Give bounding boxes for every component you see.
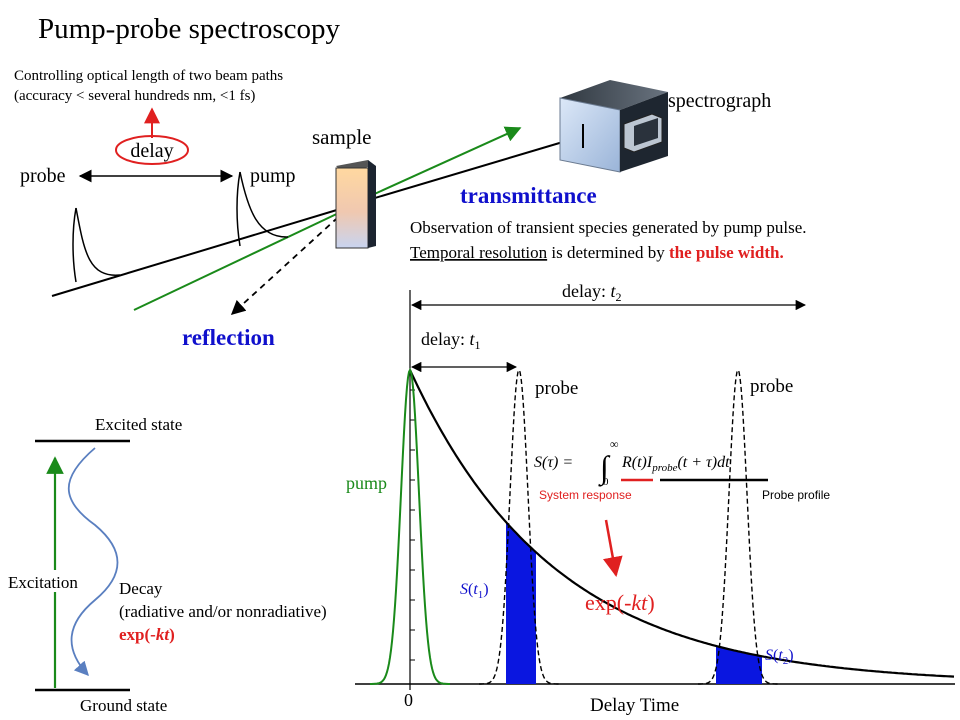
excitation-label: Excitation xyxy=(8,573,78,592)
pulse-width-text: the pulse width. xyxy=(669,243,784,262)
excitation-label-bg xyxy=(6,570,96,592)
decay-curve xyxy=(409,369,955,678)
s-t2-label: S(t2) xyxy=(765,647,794,667)
sample-label: sample xyxy=(312,125,371,149)
decay-type-label: (radiative and/or nonradiative) xyxy=(119,602,327,621)
spectrograph-device xyxy=(559,80,668,173)
overlap-area-t1 xyxy=(506,522,536,684)
plot-decay-expression: exp(-kt) xyxy=(585,590,655,615)
red-down-arrow xyxy=(602,519,623,577)
equation-lhs: S(τ) = xyxy=(534,454,573,471)
excited-state-label: Excited state xyxy=(95,415,182,434)
probe-pulse-front xyxy=(72,207,77,283)
observation-line1: Observation of transient species generat… xyxy=(410,218,807,237)
control-note-line1: Controlling optical length of two beam p… xyxy=(14,68,283,84)
control-note-line2: (accuracy < several hundreds nm, <1 fs) xyxy=(14,88,255,104)
integral-upper: ∞ xyxy=(610,437,619,451)
x-axis-zero: 0 xyxy=(404,690,413,710)
probe-profile-label: Probe profile xyxy=(762,488,830,502)
temporal-resolution-text: Temporal resolution xyxy=(410,243,548,262)
x-axis-label: Delay Time xyxy=(590,695,679,716)
integral-sign: ∫ xyxy=(598,449,611,487)
pump-plot-label: pump xyxy=(346,473,387,493)
pump-pulse-front xyxy=(236,171,241,247)
reflection-arrow xyxy=(230,209,347,315)
equation-rhs: R(t)Iprobe(t + τ)dt xyxy=(621,454,730,474)
transmittance-label: transmittance xyxy=(460,183,597,208)
integral-lower: 0 xyxy=(603,476,609,488)
transmitted-probe-line xyxy=(347,135,584,207)
probe-2-label: probe xyxy=(750,376,793,397)
pump-pulse-curve xyxy=(370,367,450,685)
decay-expression: exp(-kt) xyxy=(119,625,175,644)
probe-beam xyxy=(51,205,351,297)
sample-plate xyxy=(335,160,376,249)
system-response-label: System response xyxy=(539,488,632,502)
observation-mid-text: is determined by xyxy=(547,243,669,262)
overlap-area-t2 xyxy=(716,645,762,684)
plot-area: delay: t2 delay: t1 probe probe pump S(τ… xyxy=(346,281,955,716)
reflection-label: reflection xyxy=(182,325,275,350)
probe-label: probe xyxy=(20,165,66,187)
y-axis-ticks xyxy=(410,389,415,661)
probe-1-label: probe xyxy=(535,378,578,399)
delay-ellipse xyxy=(115,135,189,165)
observation-line2: Temporal resolution is determined by the… xyxy=(410,243,784,262)
spectrograph-label: spectrograph xyxy=(668,90,771,112)
s-t1-label: S(t1) xyxy=(460,581,489,601)
delay-t1-label: delay: t1 xyxy=(421,329,481,352)
probe-pulse-shape xyxy=(75,207,121,276)
ground-state-label: Ground state xyxy=(80,696,167,715)
delay-label: delay xyxy=(130,140,173,162)
pump-label: pump xyxy=(250,165,296,187)
transmitted-pump-arrow xyxy=(347,126,522,207)
decay-wave-arrow xyxy=(68,447,119,677)
delay-t2-label: delay: t2 xyxy=(562,281,622,304)
decay-label: Decay xyxy=(119,579,163,598)
pump-pulse-shape xyxy=(239,171,289,238)
overlap-equation: S(τ) = ∫ ∞ 0 R(t)Iprobe(t + τ)dt xyxy=(534,437,768,488)
page-title: Pump-probe spectroscopy xyxy=(38,13,341,45)
probe-pulse-2 xyxy=(698,368,778,685)
pump-beam xyxy=(133,209,346,311)
